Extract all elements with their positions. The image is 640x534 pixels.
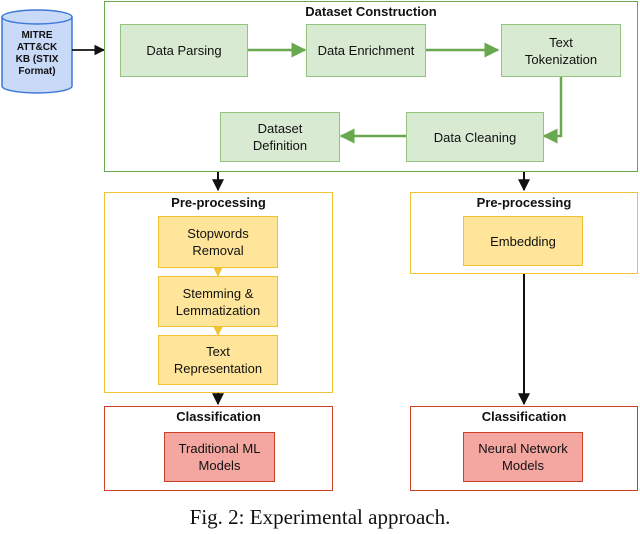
left-classification-group: Classification xyxy=(104,406,333,491)
figure-caption: Fig. 2: Experimental approach. xyxy=(189,505,451,529)
database-icon xyxy=(1,9,73,94)
right-preprocessing-title: Pre-processing xyxy=(476,195,572,210)
dataset-construction-group: Dataset Construction xyxy=(104,1,638,172)
source-database-label: MITRE ATT&CK KB (STIX Format) xyxy=(15,30,59,77)
data-cleaning-box: Data Cleaning xyxy=(406,112,544,162)
embedding-box: Embedding xyxy=(463,216,583,266)
dataset-definition-box: Dataset Definition xyxy=(220,112,340,162)
dataset-construction-title: Dataset Construction xyxy=(305,4,437,19)
left-preprocessing-group: Pre-processing xyxy=(104,192,333,393)
text-representation-box: Text Representation xyxy=(158,335,278,385)
data-enrichment-box: Data Enrichment xyxy=(306,24,426,77)
arrow-tokenization-to-cleaning xyxy=(542,77,563,144)
stopwords-removal-box: Stopwords Removal xyxy=(158,216,278,268)
neural-network-models-box: Neural Network Models xyxy=(463,432,583,482)
stemming-lemmatization-box: Stemming & Lemmatization xyxy=(158,276,278,327)
text-tokenization-box: Text Tokenization xyxy=(501,24,621,77)
right-classification-title: Classification xyxy=(481,409,567,424)
left-preprocessing-title: Pre-processing xyxy=(171,195,266,210)
traditional-ml-models-box: Traditional ML Models xyxy=(164,432,275,482)
right-preprocessing-group: Pre-processing xyxy=(410,192,638,274)
data-parsing-box: Data Parsing xyxy=(120,24,248,77)
left-classification-title: Classification xyxy=(176,409,261,424)
right-classification-group: Classification xyxy=(410,406,638,491)
